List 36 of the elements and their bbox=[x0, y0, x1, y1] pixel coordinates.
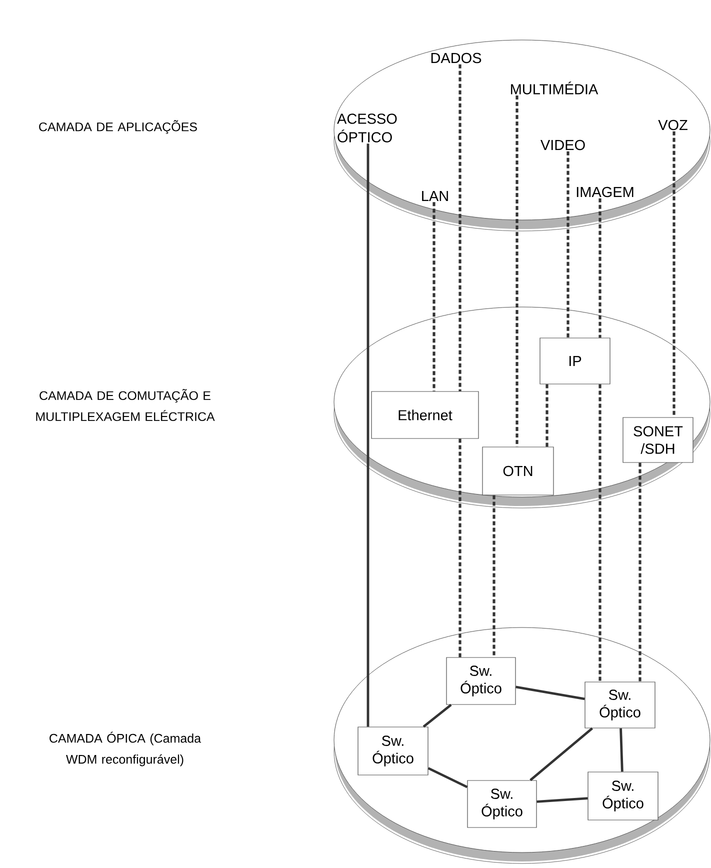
service-label: VIDEO bbox=[540, 140, 585, 150]
layer-box: OTN bbox=[482, 446, 554, 496]
link-line bbox=[516, 686, 585, 700]
link-line bbox=[620, 728, 624, 772]
link-line bbox=[366, 144, 370, 727]
layer-label: CAMADA DE COMUTAÇÃO E MULTIPLEXAGEM ELÉCTRICA bbox=[36, 388, 215, 422]
service-label: IMAGEM bbox=[576, 186, 634, 198]
dashed-link bbox=[566, 151, 570, 338]
service-label: DADOS bbox=[431, 52, 482, 64]
layer-box: Sw. Óptico bbox=[467, 780, 537, 828]
dashed-link bbox=[638, 462, 642, 682]
layer-box: Sw. Óptico bbox=[588, 772, 658, 820]
dashed-link bbox=[516, 96, 518, 447]
layer-box: IP bbox=[540, 338, 610, 384]
dashed-link bbox=[458, 64, 462, 392]
service-label: LAN bbox=[422, 191, 448, 201]
service-label: MULTIMÉDIA bbox=[511, 82, 598, 94]
service-label: ACESSO ÓPTICO bbox=[337, 114, 397, 142]
dashed-link bbox=[546, 384, 548, 447]
link-line bbox=[428, 767, 468, 788]
service-label: VOZ bbox=[658, 120, 688, 130]
layer-box: Sw. Óptico bbox=[584, 682, 656, 728]
dashed-link bbox=[458, 438, 462, 658]
layer-box: Ethernet bbox=[371, 391, 479, 439]
layer-label: CAMADA DE APLICAÇÕES bbox=[39, 120, 197, 134]
link-line bbox=[536, 797, 588, 803]
link-line bbox=[530, 727, 594, 782]
layer-label: CAMADA ÓPICA (Camada WDM reconfigurável) bbox=[50, 732, 202, 766]
link-line bbox=[422, 704, 452, 728]
layer-box: SONET /SDH bbox=[622, 417, 694, 463]
layer-box: Sw. Óptico bbox=[446, 657, 516, 705]
dashed-link bbox=[492, 495, 496, 658]
layer-disc bbox=[334, 40, 710, 232]
dashed-link bbox=[598, 384, 602, 682]
dashed-link bbox=[672, 131, 676, 418]
layer-box: Sw. Óptico bbox=[358, 726, 428, 776]
